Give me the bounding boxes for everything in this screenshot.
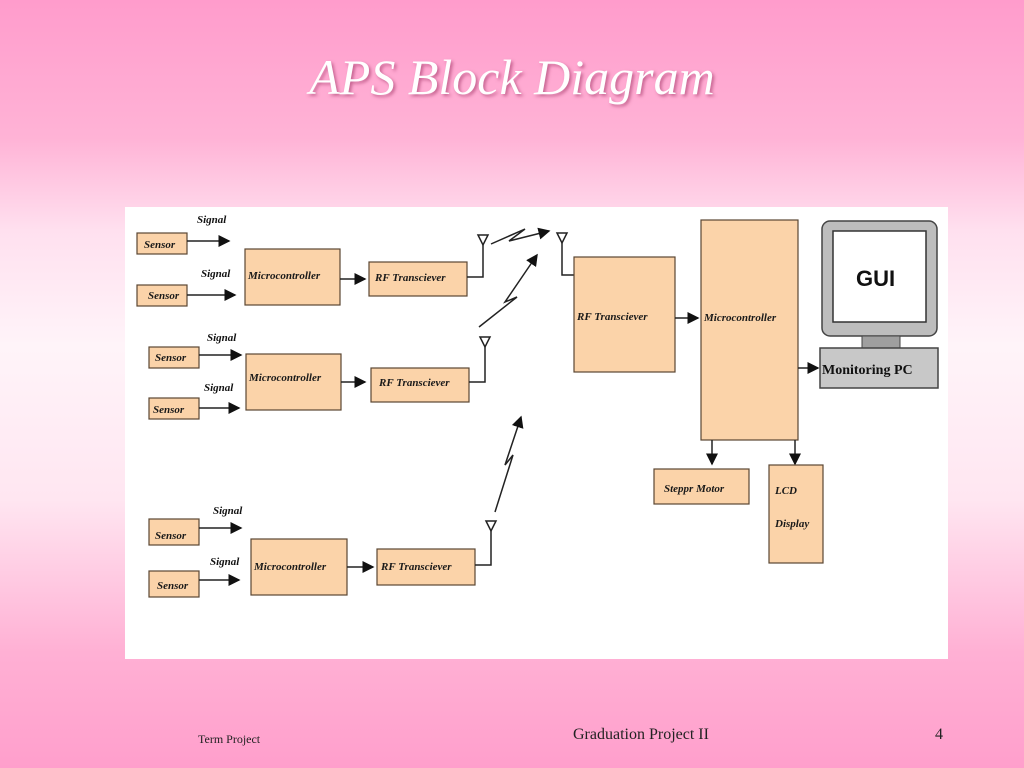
sensor-label: Sensor: [148, 290, 180, 302]
stepper-motor-label: Steppr Motor: [664, 483, 725, 495]
signal-label: Signal: [204, 382, 234, 394]
antenna-icon: [478, 336, 492, 349]
sensor-block: [148, 518, 200, 546]
antenna-icon: [476, 234, 490, 247]
sensor-block: [148, 570, 200, 598]
monitor-stand: [861, 335, 901, 349]
footer-center-text: Graduation Project II: [573, 726, 709, 743]
microcontroller-label: Microcontroller: [248, 372, 322, 384]
microcontroller-label: Microcontroller: [703, 312, 777, 324]
sensor-block: [148, 346, 200, 369]
rf-transceiver-label: RF Transciever: [380, 561, 452, 573]
receiver-section: RF Transciever Microcontroller Steppr Mo…: [555, 219, 824, 564]
footer-left-text: Term Project: [198, 732, 261, 746]
sensor-group-1: Sensor Signal Sensor Signal Microcontrol…: [136, 214, 490, 307]
sensor-label: Sensor: [155, 352, 187, 364]
antenna-feed: [469, 347, 486, 383]
antenna-icon: [484, 520, 498, 533]
signal-label: Signal: [213, 505, 243, 517]
slide-title: APS Block Diagram: [309, 49, 715, 105]
rf-transceiver-block: [573, 256, 676, 373]
block-diagram-canvas: Sensor Signal Sensor Signal Microcontrol…: [136, 214, 939, 598]
block-diagram: Sensor Signal Sensor Signal Microcontrol…: [125, 207, 948, 659]
lcd-display-label: Display: [774, 518, 809, 530]
main-microcontroller-block: [700, 219, 799, 441]
monitoring-pc-label: Monitoring PC: [822, 363, 913, 378]
microcontroller-label: Microcontroller: [247, 270, 321, 282]
signal-label: Signal: [207, 332, 237, 344]
antenna-feed: [475, 531, 492, 566]
antenna-feed: [561, 243, 574, 276]
gui-label: GUI: [856, 266, 895, 291]
microcontroller-block: [244, 248, 341, 306]
monitoring-pc: GUI Monitoring PC: [819, 220, 939, 389]
rf-transceiver-label: RF Transciever: [374, 272, 446, 284]
sensor-group-2: Sensor Signal Sensor Signal Microcontrol…: [148, 332, 492, 420]
lcd-label: LCD: [774, 485, 797, 497]
rf-transceiver-block: [370, 367, 470, 403]
lcd-display-block: [768, 464, 824, 564]
microcontroller-label: Microcontroller: [253, 561, 327, 573]
wireless-link-1: [490, 227, 551, 245]
signal-label: Signal: [201, 268, 231, 280]
wireless-link-2: [478, 253, 538, 328]
rf-transceiver-label: RF Transciever: [378, 377, 450, 389]
monitor-screen: [832, 230, 927, 323]
rf-transceiver-label: RF Transciever: [576, 311, 648, 323]
stepper-motor-block: [653, 468, 750, 505]
wireless-link-3: [494, 415, 524, 513]
microcontroller-block: [245, 353, 342, 411]
sensor-label: Sensor: [155, 530, 187, 542]
sensor-label: Sensor: [144, 239, 176, 251]
pc-base: [819, 347, 939, 389]
rf-transceiver-block: [376, 548, 476, 586]
rf-transceiver-block: [368, 261, 468, 297]
signal-label: Signal: [210, 556, 240, 568]
sensor-block: [136, 232, 188, 255]
signal-label: Signal: [197, 214, 227, 226]
page-number: 4: [935, 726, 943, 743]
sensor-label: Sensor: [157, 580, 189, 592]
antenna-feed: [467, 245, 484, 278]
sensor-label: Sensor: [153, 404, 185, 416]
sensor-group-3: Sensor Signal Sensor Signal Microcontrol…: [148, 505, 498, 598]
antenna-icon: [555, 232, 569, 245]
